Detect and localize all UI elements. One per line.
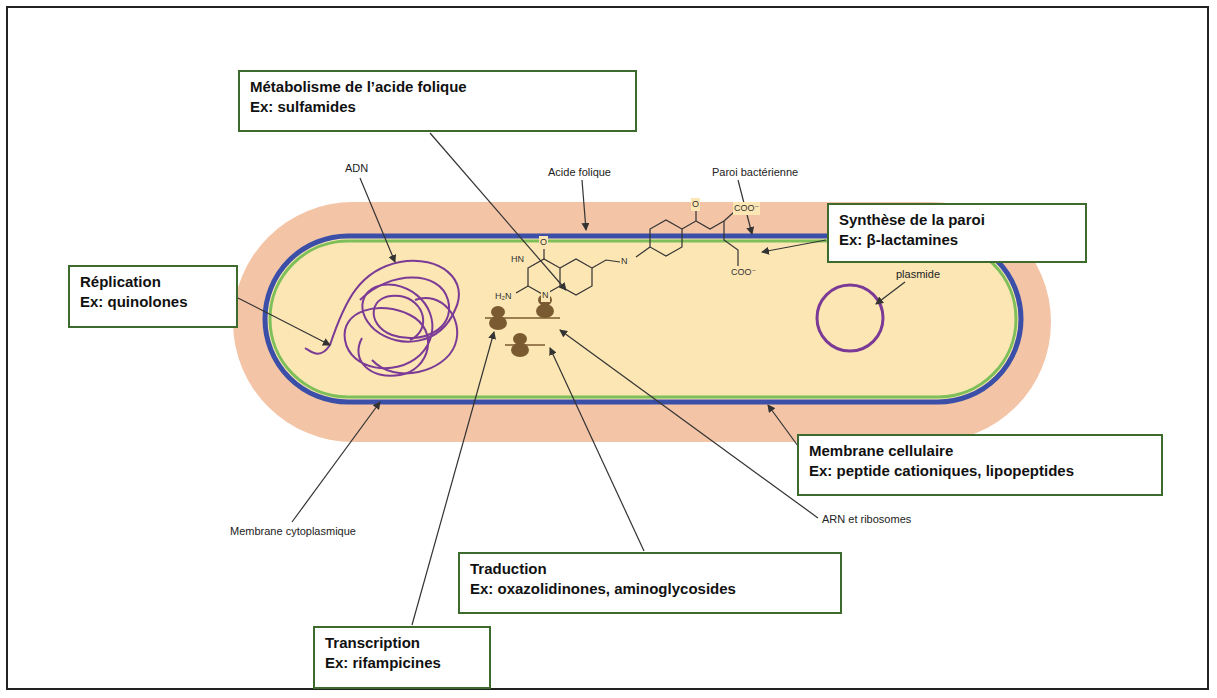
callout-box: RéplicationEx: quinolones [68, 265, 238, 328]
callout-box: Membrane cellulaireEx: peptide cationiqu… [797, 434, 1163, 496]
example-text: Ex: sulfamides [250, 97, 625, 117]
target-heading: Métabolisme de l’acide folique [250, 77, 625, 97]
atom-label: COO⁻ [730, 266, 757, 279]
callout-box: Métabolisme de l’acide foliqueEx: sulfam… [238, 70, 637, 132]
target-heading: Synthèse de la paroi [839, 210, 1075, 230]
atom-label: O [539, 236, 548, 249]
part-label: ADN [345, 162, 368, 175]
example-text: Ex: quinolones [80, 292, 226, 312]
atom-label: COO⁻ [733, 202, 760, 215]
part-label: Paroi bactérienne [712, 166, 798, 179]
cytoplasmic-membrane [270, 241, 1016, 397]
callout-box: TranscriptionEx: rifampicines [313, 626, 491, 689]
target-heading: Réplication [80, 272, 226, 292]
atom-label: N [620, 255, 629, 268]
target-heading: Membrane cellulaire [809, 441, 1151, 461]
ribosomes [485, 294, 560, 357]
part-label: plasmide [896, 268, 940, 281]
example-text: Ex: rifampicines [325, 653, 479, 673]
plasmid [817, 285, 883, 351]
part-label: ARN et ribosomes [822, 513, 911, 526]
target-heading: Traduction [470, 559, 830, 579]
atom-label: N [541, 289, 550, 302]
part-label: Membrane cytoplasmique [230, 525, 356, 538]
example-text: Ex: peptide cationiques, lipopeptides [809, 461, 1151, 481]
example-text: Ex: oxazolidinones, aminoglycosides [470, 579, 830, 599]
example-text: Ex: β-lactamines [839, 230, 1075, 250]
part-label: Acide folique [548, 166, 611, 179]
folic-acid-structure [516, 209, 738, 295]
callout-box: TraductionEx: oxazolidinones, aminoglyco… [458, 552, 842, 614]
callout-box: Synthèse de la paroiEx: β-lactamines [827, 203, 1087, 263]
dna [305, 261, 459, 376]
atom-label: O [691, 198, 700, 211]
leader-lines [238, 133, 905, 625]
atom-label: H₂N [494, 290, 513, 303]
target-heading: Transcription [325, 633, 479, 653]
atom-label: HN [510, 253, 525, 266]
